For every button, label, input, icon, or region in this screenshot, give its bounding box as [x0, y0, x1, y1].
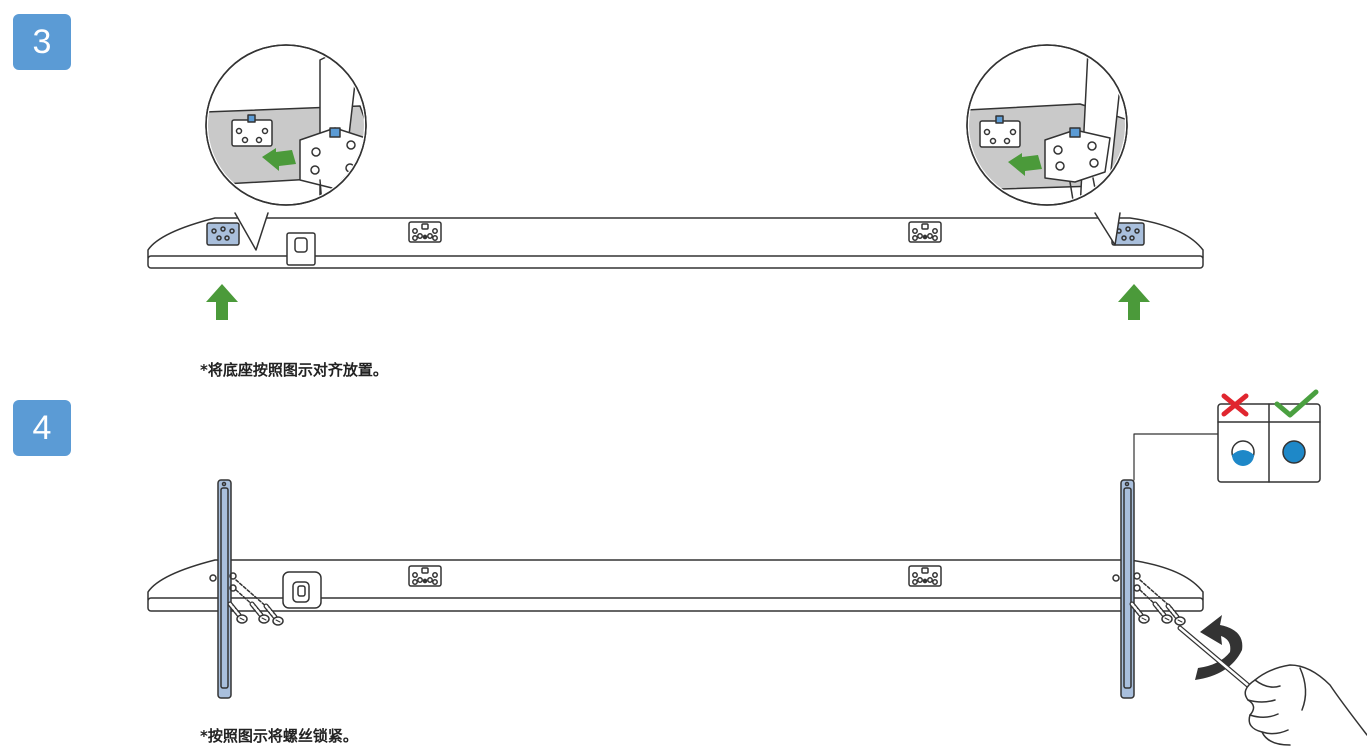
- stand-slot-left: [206, 222, 240, 246]
- step-4-badge: 4: [13, 400, 71, 456]
- rotate-arrow: [1195, 615, 1243, 680]
- step-4-caption: *按照图示将螺丝锁紧。: [200, 727, 358, 745]
- zoom-callout-left: [205, 44, 367, 251]
- insert-arrow-left: [262, 148, 296, 171]
- screw-head-wrong: [1231, 440, 1255, 466]
- zoom-callout-right: [966, 44, 1128, 246]
- up-arrow-left: [205, 283, 239, 321]
- screw-head-correct: [1282, 440, 1306, 464]
- step-3-diagram: [147, 44, 1204, 321]
- hand: [1244, 664, 1367, 746]
- screw-head-inset: [1217, 389, 1321, 483]
- screwdriver: [1177, 625, 1253, 690]
- cross-icon: [1221, 393, 1249, 417]
- up-arrow-right: [1117, 283, 1151, 321]
- screws-right: [1112, 572, 1185, 625]
- step-4-diagram: [147, 389, 1367, 746]
- screws-left: [209, 572, 283, 625]
- stand-bar-left: [217, 479, 232, 699]
- stand-bar-right: [1120, 479, 1135, 699]
- vesa-mount-hole-right: [908, 221, 942, 243]
- step-3-badge: 3: [13, 14, 71, 70]
- insert-arrow-right: [1008, 153, 1042, 176]
- check-icon: [1274, 389, 1319, 418]
- step-3-caption: *将底座按照图示对齐放置。: [200, 361, 388, 379]
- vesa-mount-hole-left: [408, 221, 442, 243]
